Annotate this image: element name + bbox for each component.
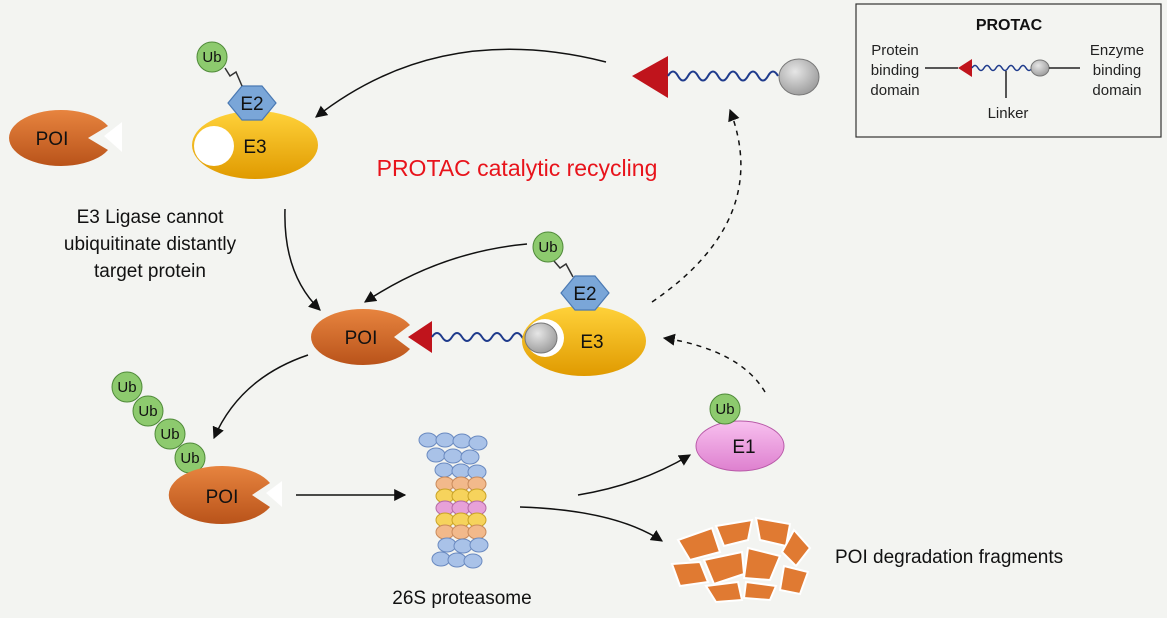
arrow-to-fragments — [519, 506, 664, 542]
svg-text:Ub: Ub — [160, 426, 179, 443]
legend-linker-label: Linker — [988, 105, 1029, 122]
ub-tether — [553, 260, 574, 278]
legend-warhead — [958, 59, 972, 77]
legend-protein-line1: Protein — [871, 42, 919, 59]
legend-title: PROTAC — [976, 17, 1043, 34]
arrow-protac-release — [651, 108, 742, 303]
arrow-to-ubiquitinated — [212, 354, 309, 440]
e2-enzyme-unbound: E2 — [227, 85, 277, 121]
fragments-label: POI degradation fragments — [835, 547, 1063, 568]
ub-e1: Ub — [709, 393, 741, 425]
ub-top: Ub — [196, 41, 228, 73]
poi-label: POI — [36, 129, 69, 150]
arrow-e1-to-e3 — [662, 333, 766, 393]
legend-enzyme-line2: binding — [1093, 62, 1141, 79]
legend-anchor — [1030, 59, 1050, 77]
poi-label: POI — [206, 487, 239, 508]
degradation-fragments — [670, 516, 812, 604]
ub-tether — [224, 67, 243, 87]
cannot-ubiquitinate-line1: E3 Ligase cannot — [77, 207, 225, 228]
poi-label: POI — [345, 328, 378, 349]
e3-ligase-ternary: E3 — [522, 306, 646, 376]
ub-label: Ub — [538, 239, 557, 256]
legend-box: PROTAC Protein binding domain Linker Enz… — [855, 3, 1162, 138]
ub-label: Ub — [715, 401, 734, 418]
legend-enzyme-line3: domain — [1092, 82, 1141, 99]
arrow-to-ternary — [284, 208, 321, 311]
svg-text:Ub: Ub — [138, 403, 157, 420]
legend-protein-line2: binding — [871, 62, 919, 79]
e1-label: E1 — [732, 437, 755, 458]
ternary-protac — [408, 321, 533, 353]
free-protac — [632, 56, 820, 98]
recycling-label: PROTAC catalytic recycling — [377, 155, 658, 181]
arrow-to-e1 — [577, 454, 692, 496]
arrow-ub-to-poi — [364, 243, 528, 303]
poi-ubiquitinated: POI — [168, 466, 282, 524]
flow-arrows — [212, 48, 692, 542]
svg-text:Ub: Ub — [117, 379, 136, 396]
e3-label: E3 — [243, 137, 266, 158]
proteasome-label: 26S proteasome — [392, 588, 531, 609]
svg-text:Ub: Ub — [180, 450, 199, 467]
e3-ligase-unbound: E3 — [192, 111, 318, 179]
legend-enzyme-line1: Enzyme — [1090, 42, 1144, 59]
e2-label: E2 — [573, 284, 596, 305]
e3-label: E3 — [580, 332, 603, 353]
e2-enzyme-ternary: E2 — [560, 275, 610, 311]
legend-protein-line3: domain — [870, 82, 919, 99]
legend-linker — [971, 64, 1033, 72]
cannot-ubiquitinate-line3: target protein — [94, 261, 206, 282]
arrow-protac-to-e3 — [315, 48, 607, 118]
proteasome — [418, 432, 489, 569]
poi-unbound: POI — [9, 110, 122, 166]
e1-enzyme: E1 — [695, 420, 785, 472]
poi-ternary: POI — [311, 309, 410, 365]
poly-ub-chain: Ub Ub Ub Ub — [111, 371, 206, 474]
cannot-ubiquitinate-line2: ubiquitinate distantly — [64, 234, 237, 255]
e2-label: E2 — [240, 94, 263, 115]
ub-label: Ub — [202, 49, 221, 66]
ub-ternary: Ub — [532, 231, 564, 263]
dashed-arrows — [651, 108, 766, 393]
